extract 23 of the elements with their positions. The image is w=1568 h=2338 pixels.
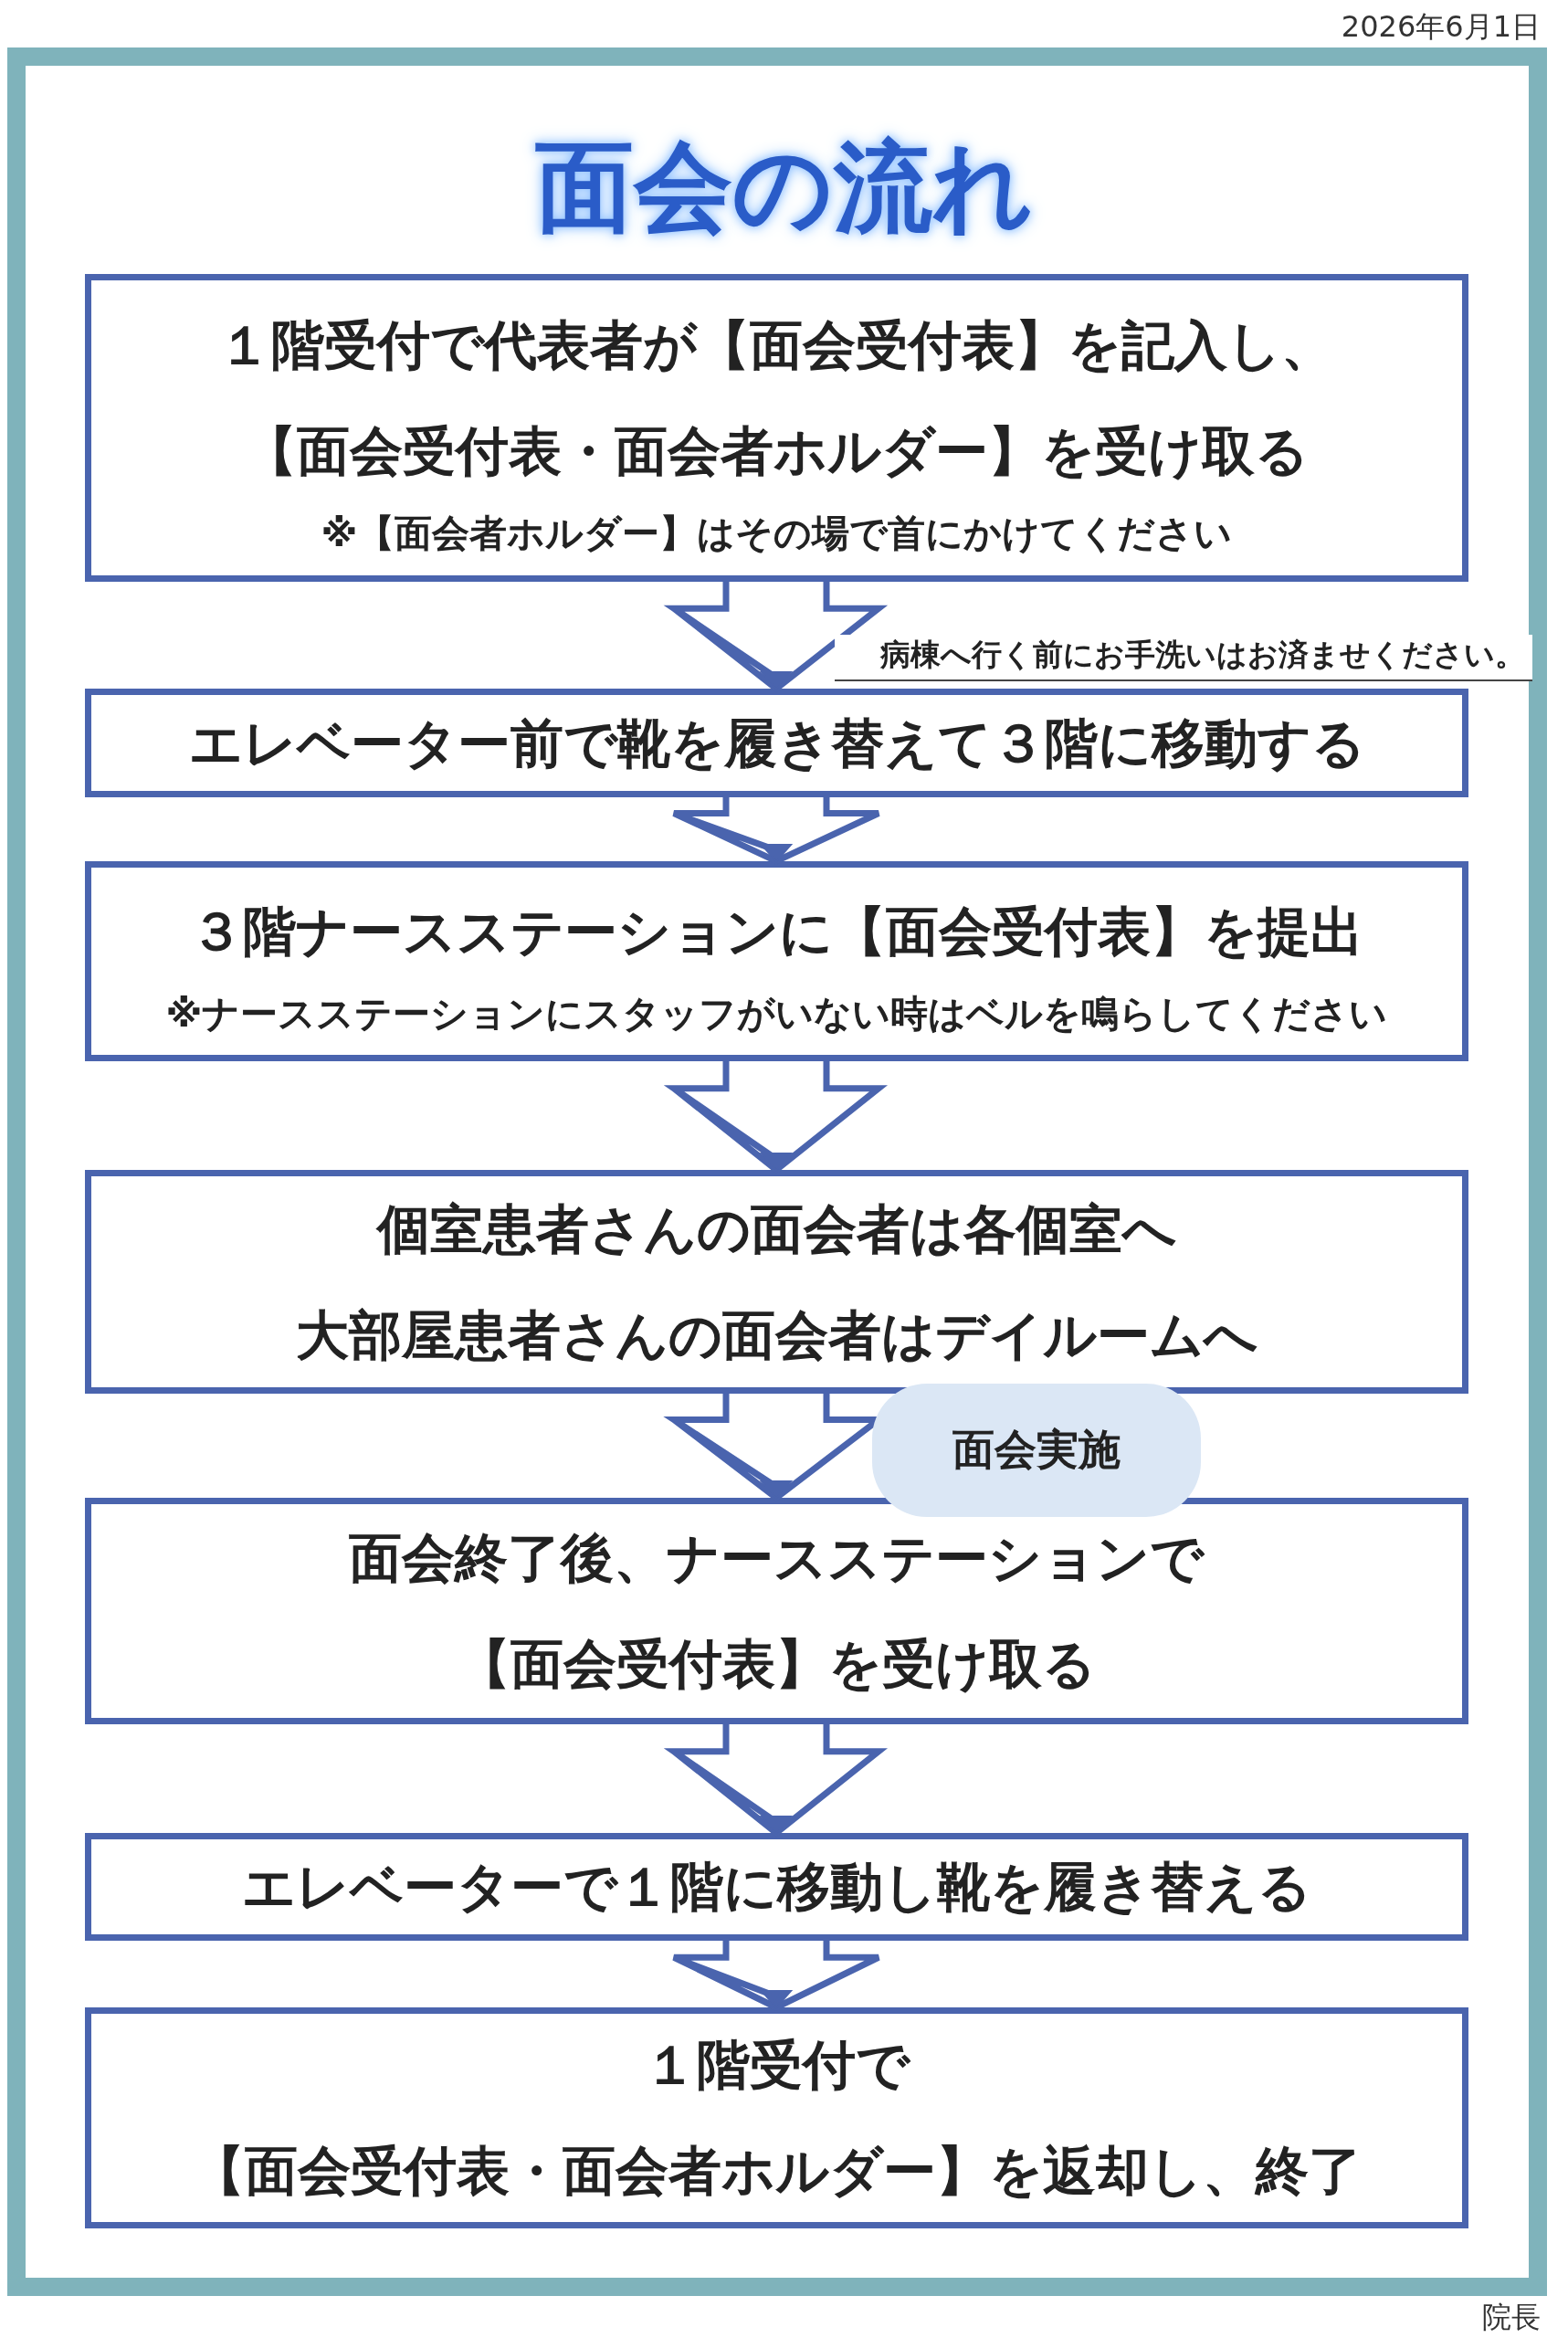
signature-text: 院長 [1482, 2299, 1541, 2336]
edge-label: 病棟へ行く前にお手洗いはお済ませください。 [835, 635, 1532, 681]
step-text: １階受付で代表者が【面会受付表】を記入し、【面会受付表・面会者ホルダー】を受け取る [217, 312, 1336, 484]
process-box [85, 1498, 1468, 1724]
process-box [85, 689, 1468, 797]
process-box [85, 1170, 1468, 1394]
step-text: 大部屋患者さんの面会者はデイルームへ [296, 1302, 1258, 1368]
process-box [85, 2007, 1468, 2228]
note-text: ※【面会者ホルダー】はその場で首にかけてください [321, 510, 1233, 557]
step-text: エレベーター前で靴を履き替えて３階に移動する [188, 711, 1365, 776]
step-text: 【面会受付表・面会者ホルダー】を返却し、終了 [192, 2139, 1362, 2204]
step-text: 個室患者さんの面会者は各個室へ [377, 1196, 1176, 1262]
step-text: ３階ナースステーションに【面会受付表】を提出 [190, 899, 1363, 964]
step-text: １階受付で [644, 2033, 910, 2098]
process-box [85, 1833, 1468, 1941]
title: 面会の流れ [533, 129, 1035, 246]
process-box [85, 861, 1468, 1061]
note-text: ※ナースステーションにスタッフがいない時はベルを鳴らしてください [165, 990, 1388, 1037]
step-text: エレベーターで１階に移動し靴を履き替える [242, 1855, 1311, 1920]
step-text: 面会終了後、ナースステーションで【面会受付表】を受け取る [348, 1526, 1205, 1697]
step-text: 面会実施 [952, 1424, 1121, 1477]
process-box [85, 274, 1468, 582]
date-text: 2026年6月1日 [1341, 8, 1541, 46]
